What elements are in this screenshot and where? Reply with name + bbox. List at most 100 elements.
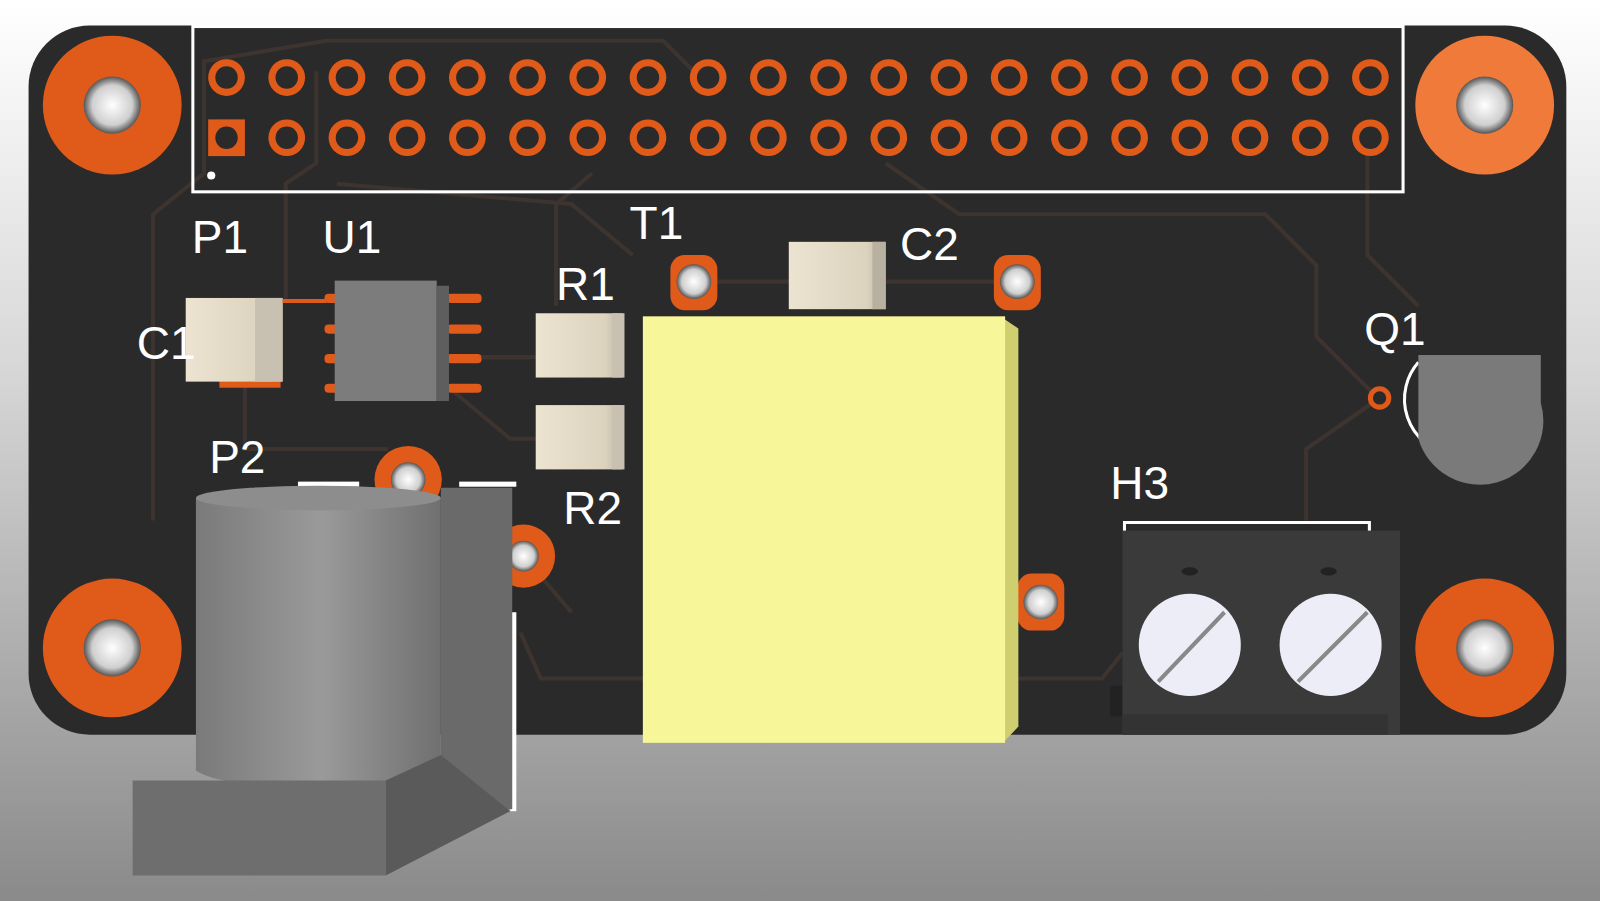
pin-pad [1111, 59, 1148, 96]
pin-pad [268, 119, 305, 156]
pin-hole [336, 127, 358, 149]
header-pin [1171, 119, 1208, 156]
pin-hole [1359, 127, 1381, 149]
header-pin [1352, 119, 1389, 156]
header-pin [449, 119, 486, 156]
pin-pad [870, 59, 907, 96]
pin-pad [329, 59, 366, 96]
part-designator: R2 [563, 485, 622, 531]
part-designator: H3 [1110, 460, 1169, 506]
pin-pad [1171, 59, 1208, 96]
header-pin [1171, 59, 1208, 96]
pin-hole [1239, 66, 1261, 88]
part-designator: C2 [900, 221, 959, 267]
pin-hole [817, 66, 839, 88]
pin-hole [637, 127, 659, 149]
pin-pad [329, 119, 366, 156]
pin-pad [1352, 59, 1389, 96]
pin-pad [750, 119, 787, 156]
pin-pad [991, 119, 1028, 156]
pin-pad [810, 119, 847, 156]
transformer-t1 [643, 316, 1019, 743]
pin-pad [389, 119, 426, 156]
header-pin [750, 119, 787, 156]
pin-hole [276, 127, 298, 149]
part-designator: Q1 [1364, 306, 1425, 352]
pin-hole [396, 127, 418, 149]
header-pin [810, 119, 847, 156]
terminal-block-h3 [1110, 522, 1400, 734]
pin-pad [1352, 119, 1389, 156]
capacitor-c1 [186, 298, 327, 388]
pin-hole [878, 66, 900, 88]
header-pin [389, 119, 426, 156]
pin-pad [810, 59, 847, 96]
pin-hole [516, 66, 538, 88]
header-pin [329, 119, 366, 156]
header-pin [630, 119, 667, 156]
pin-hole [637, 66, 659, 88]
pin-pad [569, 59, 606, 96]
pin-hole [276, 66, 298, 88]
pin-pad [208, 59, 245, 96]
pin-hole [1179, 127, 1201, 149]
header-pin [1352, 59, 1389, 96]
part-designator: P2 [209, 434, 265, 480]
pin-hole [998, 127, 1020, 149]
barrel-jack-p2 [133, 482, 517, 876]
pin-hole [1239, 127, 1261, 149]
header-pin [931, 59, 968, 96]
pin-pad [1111, 119, 1148, 156]
pin-hole [697, 66, 719, 88]
pin-pad [1171, 119, 1208, 156]
header-pin [449, 59, 486, 96]
pin-pad [931, 59, 968, 96]
resistors [536, 313, 625, 469]
header-pin [1232, 59, 1269, 96]
pin-pad [1232, 119, 1269, 156]
transistor-q1 [1370, 355, 1543, 485]
pin-hole [516, 127, 538, 149]
pin-pad [750, 59, 787, 96]
pin-pad [630, 119, 667, 156]
pin-pad [1051, 59, 1088, 96]
header-pin [509, 59, 546, 96]
header-pin [1111, 119, 1148, 156]
pin-hole [456, 127, 478, 149]
ic-u1 [324, 281, 535, 401]
header-pin [208, 59, 245, 96]
part-designator: U1 [322, 214, 381, 260]
pin-hole [1179, 66, 1201, 88]
header-pin [931, 119, 968, 156]
header-pin [690, 119, 727, 156]
pin-pad [1292, 119, 1329, 156]
pin-hole [757, 66, 779, 88]
header-pin [569, 59, 606, 96]
pin-pad [268, 59, 305, 96]
pin-hole [1118, 127, 1140, 149]
pin-hole [938, 66, 960, 88]
header-pin [268, 59, 305, 96]
pin-pad [690, 119, 727, 156]
header-pin [690, 59, 727, 96]
pin-pad [1232, 59, 1269, 96]
pin-pad [509, 59, 546, 96]
pin-pad [208, 119, 245, 156]
pin-hole [577, 127, 599, 149]
pin-hole [878, 127, 900, 149]
pin-hole [215, 127, 237, 149]
pin-hole [1359, 66, 1381, 88]
pin-hole [396, 66, 418, 88]
pin-hole [697, 127, 719, 149]
header-pin [1051, 119, 1088, 156]
header-pin [810, 59, 847, 96]
pin-pad [449, 119, 486, 156]
capacitor-c2 [789, 242, 886, 309]
header-pin [569, 119, 606, 156]
pin-pad [1051, 119, 1088, 156]
pin-hole [456, 66, 478, 88]
pin-hole [215, 66, 237, 88]
pin-pad [509, 119, 546, 156]
header-pin [870, 59, 907, 96]
